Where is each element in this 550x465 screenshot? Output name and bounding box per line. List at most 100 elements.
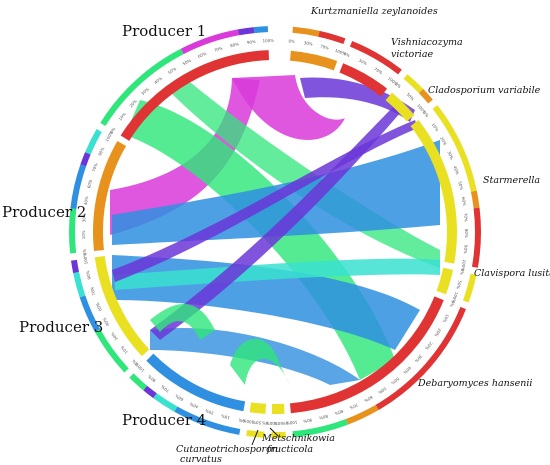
tick-producer-2-3: 40% [83,196,89,206]
outer-bar-starmerella-2 [471,207,481,268]
outer-bar-producer-3-3 [71,259,80,274]
tick-producer-4-3: 40% [189,401,199,409]
segment-cladosporium [385,92,415,122]
tick-starmerella-0: 0% [422,110,430,118]
tick-debaryomyces-1: 10% [442,313,451,323]
segment-starmerella [410,119,458,264]
tick-producer-1-7: 60% [197,51,207,59]
outer-bar-producer-4-2 [143,385,157,399]
tick-producer-4-7: 100% [134,361,146,373]
tick-producer-2-2: 30% [81,213,87,222]
taxon-metschnikowia-label-2: fructicola [266,444,313,455]
tick-kurtzmaniella-2: 70% [320,43,330,50]
tick-cutaneotrichosporon-1: 50% [274,421,283,426]
tick-producer-1-3: 30% [140,86,150,96]
tick-debaryomyces-2: 20% [433,328,442,338]
taxon-clavispora-label: Clavispora lusitaniae [474,268,550,279]
tick-producer-2-4: 60% [86,179,93,189]
tick-vishniacozyma-1: 30% [358,58,368,67]
tick-producer-4-5: 70% [160,384,170,393]
tick-producer-2-6: 90% [97,146,105,156]
segment-metschnikowia [249,402,266,414]
outer-bar-kurtzmaniella-0 [292,26,320,37]
outer-bar-producer-3-1 [79,295,101,332]
tick-producer-1-6: 50% [182,58,192,67]
outer-bar-producer-3-0 [94,328,129,373]
tick-producer-1-10: 90% [247,39,257,45]
tick-labels: 0%30%70%100%0%30%70%100%0%50%100%0%10%20… [81,38,469,426]
tick-vishniacozyma-0: 0% [343,51,351,58]
tick-producer-3-5: 70% [89,286,97,296]
segment-producer-3 [94,255,150,357]
tick-debaryomyces-8: 60% [363,395,373,404]
outer-bar-producer-1-1 [180,29,239,55]
outer-bar-kurtzmaniella-1 [318,30,346,45]
tick-starmerella-2: 20% [439,136,448,146]
outer-bar-starmerella-0 [432,105,477,192]
tick-clavispora-2: 100% [451,291,460,304]
tick-producer-4-4: 60% [174,393,184,402]
outer-bar-producer-2-0 [69,208,77,254]
outer-bar-metschnikowia-0 [246,430,265,438]
tick-kurtzmaniella-1: 30% [303,40,313,47]
tick-producer-3-0: 0% [131,358,139,366]
producer-1-label: Producer 1 [122,22,206,40]
outer-bar-producer-2-1 [70,164,87,210]
tick-producer-2-7: 100% [104,130,114,143]
taxon-starmerella-label: Starmerella [483,175,540,186]
tick-producer-4-0: 0% [238,418,245,424]
segment-cutaneotrichosporon [271,403,285,414]
producer-3-label: Producer 3 [19,318,103,336]
producer-4-label: Producer 4 [122,411,206,429]
outer-bar-cladosporium-1 [418,88,433,104]
outer-bar-clavispora-0 [462,273,477,303]
segment-producer-1 [120,50,269,141]
taxon-cutaneotrichosporon-label-1: Cutaneotrichosporon [176,444,278,455]
taxon-debaryomyces-label: Debaryomyces hansenii [417,378,532,389]
outer-bar-producer-1-2 [237,27,255,36]
segment-vishniacozyma [339,63,388,97]
segment-producer-4 [146,353,246,412]
segment-producer-2 [93,141,127,252]
leader-line-cutaneotrichosporon [251,429,259,446]
tick-metschnikowia-1: 50% [252,420,262,426]
taxon-cladosporium-label: Cladosporium variabile [428,85,541,96]
tick-producer-1-11: 100% [263,38,275,43]
tick-starmerella-4: 40% [452,165,460,175]
taxon-metschnikowia-label-1: Metschnikowia [261,433,335,444]
tick-cutaneotrichosporon-0: 0% [282,421,289,426]
segment-debaryomyces [289,296,444,414]
outer-bar-producer-2-3 [85,129,102,155]
tick-starmerella-5: 50% [457,181,464,191]
tick-vishniacozyma-2: 70% [373,66,383,75]
outer-bar-producer-3-2 [73,271,86,298]
tick-debaryomyces-12: 90% [303,417,313,423]
outer-bar-starmerella-1 [470,190,480,209]
leader-line-metschnikowia [269,427,279,437]
tick-producer-3-7: 100% [82,252,89,264]
tick-debaryomyces-6: 50% [390,376,400,386]
tick-debaryomyces-13: 100% [286,420,298,426]
tick-producer-4-2: 30% [204,408,214,416]
tick-debaryomyces-10: 80% [334,409,344,417]
outer-bar-producer-4-0 [174,406,241,435]
tick-kurtzmaniella-0: 0% [288,38,295,44]
outer-bar-producer-1-3 [253,26,269,34]
tick-debaryomyces-4: 30% [414,354,424,364]
tick-debaryomyces-5: 40% [402,365,412,375]
outer-bar-cladosporium-0 [403,74,424,94]
tick-starmerella-8: 80% [464,229,469,238]
outer-bar-debaryomyces-1 [345,404,379,425]
tick-producer-1-8: 70% [213,45,223,52]
tick-producer-1-0: 0% [109,126,117,134]
tick-clavispora-0: 0% [459,268,465,275]
tick-producer-3-1: 10% [119,345,129,355]
tick-producer-2-1: 10% [81,230,86,239]
taxon-kurtzmaniella-label: Kurtzmaniella zeylanoides [310,6,438,17]
ribbon-p1-starmerella [232,75,345,140]
tick-starmerella-10: 100% [460,259,467,271]
tick-debaryomyces-9: 70% [349,402,359,410]
outer-bar-producer-4-3 [129,373,148,391]
tick-producer-1-4: 40% [153,76,163,86]
